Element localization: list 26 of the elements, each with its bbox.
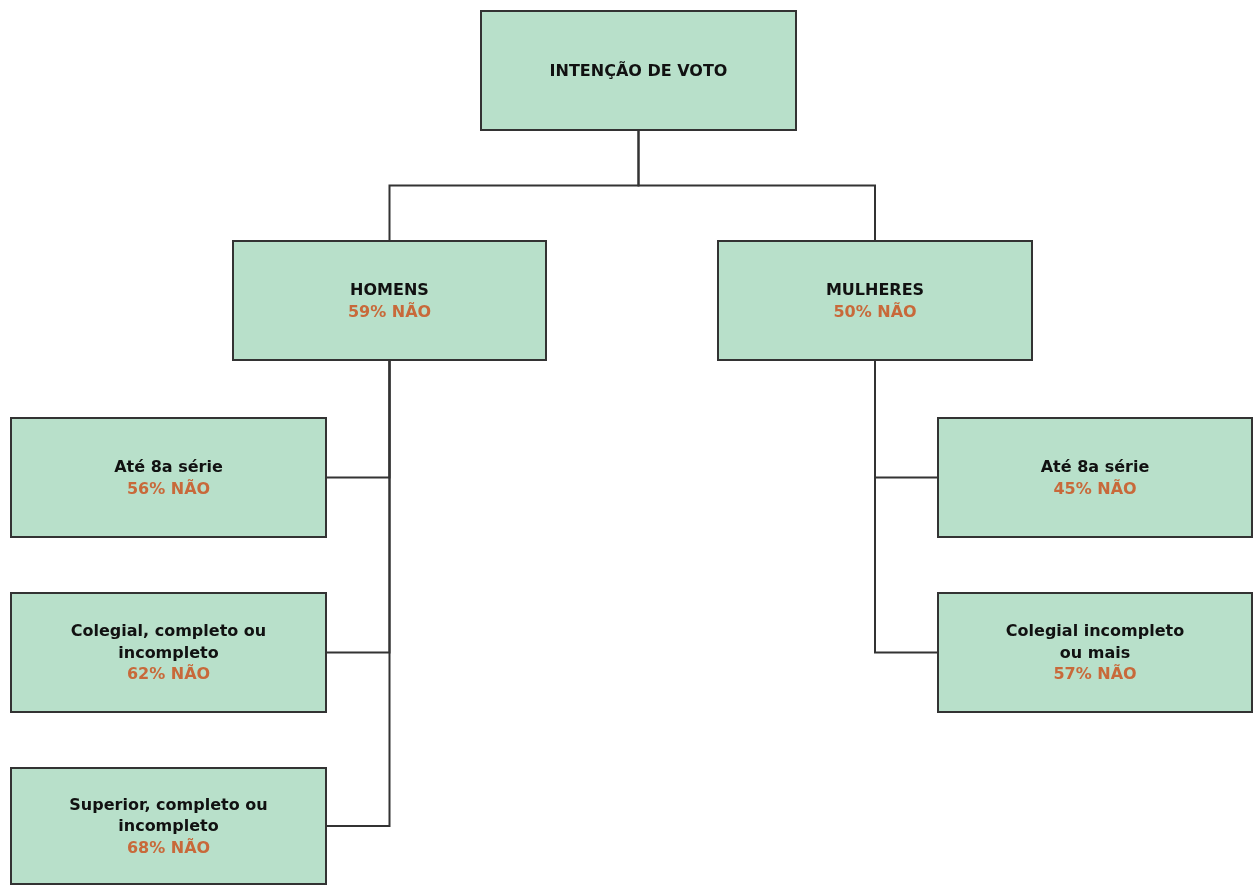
category-label: HOMENS — [350, 278, 429, 301]
percentage-text: 59% NÃO — [347, 300, 432, 323]
category-box — [10, 417, 327, 538]
category-label: Superior, completo ou incompleto — [68, 793, 269, 837]
category-label: Colegial incompleto ou mais — [1004, 620, 1186, 664]
connector-line — [326, 360, 391, 827]
connector-line — [874, 360, 938, 654]
percentage-text: 62% NÃO — [126, 663, 211, 685]
percentage-text: 57% NÃO — [1053, 663, 1137, 685]
category-label: Até 8a série — [114, 455, 223, 478]
percentage-text: 45% NÃO — [1053, 477, 1137, 500]
percentage-text: 68% NÃO — [126, 836, 211, 859]
category-box — [937, 417, 1253, 538]
category-box — [10, 767, 327, 885]
category-label: MULHERES — [825, 278, 925, 301]
category-box — [232, 240, 547, 361]
category-box — [10, 592, 327, 713]
category-box — [717, 240, 1033, 361]
category-box — [480, 10, 797, 131]
category-box — [937, 592, 1253, 713]
percentage-text: 50% NÃO — [833, 300, 917, 323]
connector-line — [637, 130, 876, 241]
category-label: Até 8a série — [1040, 455, 1150, 478]
percentage-text: 56% NÃO — [126, 477, 211, 500]
category-label: Colegial, completo ou incompleto — [69, 620, 268, 664]
category-label: INTENÇÃO DE VOTO — [549, 59, 728, 82]
